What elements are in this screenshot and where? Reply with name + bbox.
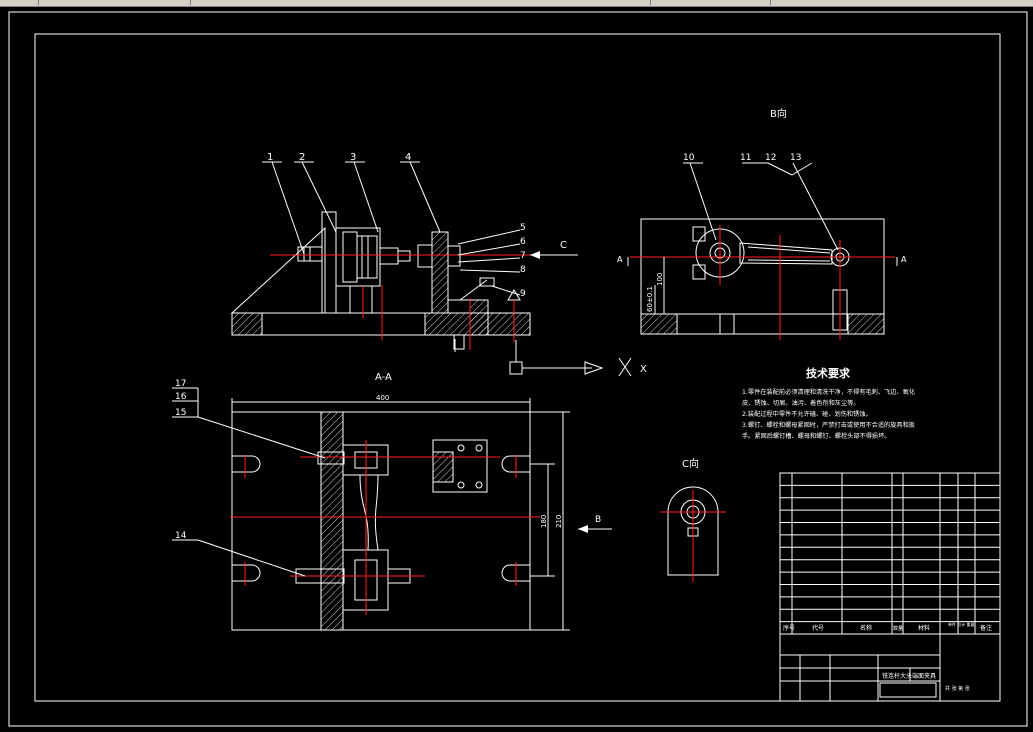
pl-h-weight: 单件 总计 重量 bbox=[948, 621, 975, 627]
tech-req-line-1: 1.零件在装配前必须清理和清洗干净，不得有毛刺、飞边、氧化 bbox=[742, 388, 915, 396]
callout-8: 8 bbox=[520, 265, 526, 275]
parts-list bbox=[779, 472, 1001, 635]
arrow-a-right: A bbox=[901, 255, 907, 264]
callout-11: 11 bbox=[740, 153, 751, 163]
window-top-bar bbox=[0, 0, 1033, 7]
plan-view bbox=[172, 387, 612, 631]
dim-b-height: 100 bbox=[656, 273, 664, 286]
callout-13: 13 bbox=[790, 153, 801, 163]
pl-h-qty: 数量 bbox=[893, 625, 903, 632]
tech-req-line-3: 2.装配过程中零件不允许磕、碰、划伤和锈蚀。 bbox=[742, 410, 872, 418]
callout-16: 16 bbox=[175, 392, 187, 402]
callout-4: 4 bbox=[405, 152, 411, 163]
pl-h-seq: 序号 bbox=[783, 624, 795, 632]
pl-h-material: 材料 bbox=[918, 624, 930, 632]
callout-1: 1 bbox=[267, 152, 273, 163]
tech-req-title: 技术要求 bbox=[806, 366, 851, 380]
dim-b-small: 60±0.1 bbox=[646, 286, 654, 312]
tech-req-line-5: 手。紧固后螺钉槽、螺母和螺钉、螺栓头部不得损坏。 bbox=[742, 432, 891, 440]
pl-h-name: 名称 bbox=[860, 624, 872, 632]
cad-drawing-canvas[interactable]: 1 2 3 4 5 6 7 8 9 C X B向 bbox=[0, 7, 1033, 732]
callout-3: 3 bbox=[350, 152, 356, 163]
callout-12: 12 bbox=[765, 153, 776, 163]
callout-10: 10 bbox=[683, 153, 695, 163]
callout-9: 9 bbox=[520, 289, 526, 299]
dim-height-b: 210 bbox=[555, 515, 563, 528]
callout-17: 17 bbox=[175, 379, 186, 389]
arrow-a-left: A bbox=[617, 255, 623, 264]
callout-6: 6 bbox=[520, 237, 526, 247]
title-sheet: 共 张 第 张 bbox=[945, 685, 970, 692]
drawing-frame bbox=[34, 33, 1001, 702]
callout-2: 2 bbox=[299, 152, 305, 163]
arrow-x-label: X bbox=[640, 364, 647, 375]
aa-view-title: A-A bbox=[375, 372, 392, 383]
callout-14: 14 bbox=[175, 531, 187, 541]
pl-h-remark: 备注 bbox=[980, 624, 992, 632]
tech-req-line-4: 3.螺钉、螺栓和螺母紧固时，严禁打击或使用不合适的旋具和扳 bbox=[742, 421, 915, 429]
c-view bbox=[660, 486, 726, 582]
title-block bbox=[779, 633, 1001, 702]
b-view bbox=[627, 162, 898, 340]
callout-15: 15 bbox=[175, 408, 186, 418]
title-drawing-name: 铣连杆大头端面夹具 bbox=[882, 672, 936, 680]
callout-7: 7 bbox=[520, 251, 526, 261]
tech-req-line-2: 皮、锈蚀、切屑、油污、着色剂和灰尘等。 bbox=[742, 399, 860, 407]
c-view-title: C向 bbox=[682, 457, 699, 470]
outer-border bbox=[8, 11, 1028, 727]
callout-5: 5 bbox=[520, 223, 526, 233]
arrow-c-label: C bbox=[560, 240, 567, 251]
front-view bbox=[230, 161, 632, 377]
arrow-b-label: B bbox=[595, 515, 601, 525]
pl-h-code: 代号 bbox=[812, 624, 824, 632]
b-view-title: B向 bbox=[770, 107, 787, 120]
dim-height-a: 180 bbox=[540, 515, 548, 528]
dim-width-400: 400 bbox=[376, 394, 389, 402]
